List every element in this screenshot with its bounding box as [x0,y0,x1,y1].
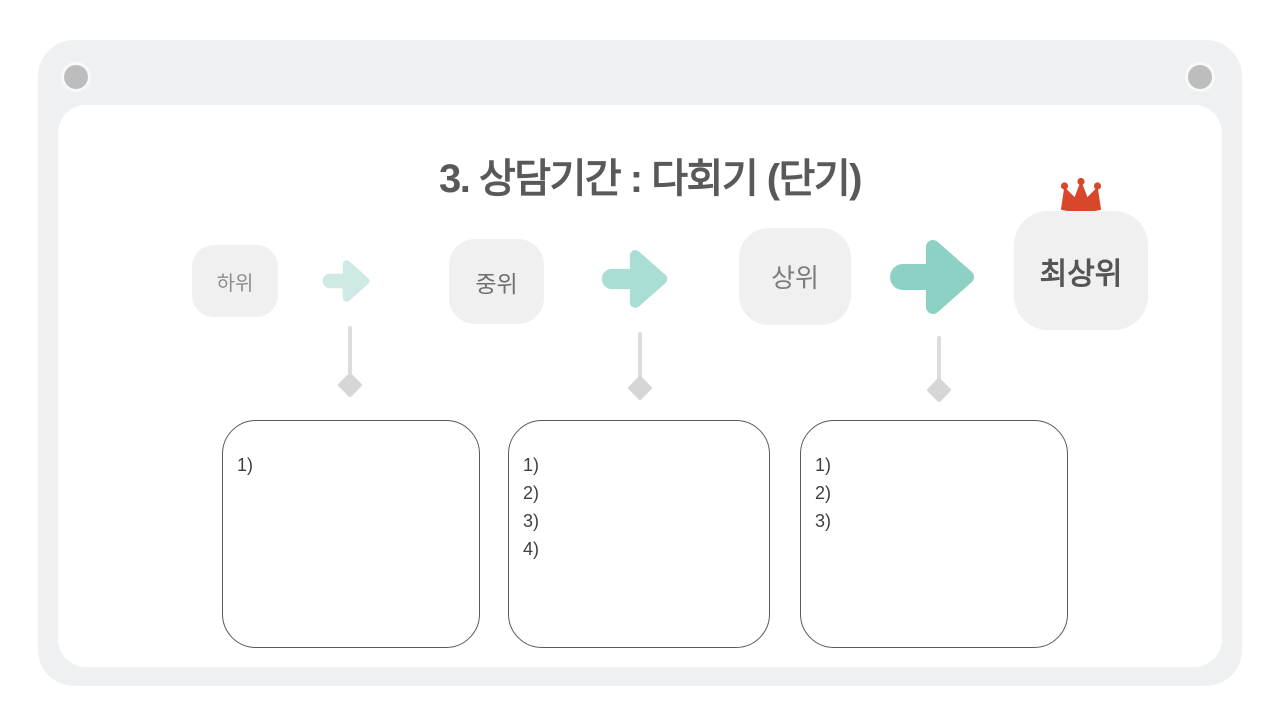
stage-label: 상위 [771,263,819,293]
connector-line [937,336,941,380]
list-item: 1) [237,455,254,475]
stage-box-middle: 중위 [449,239,544,324]
arrow-right-medium-icon [601,250,668,308]
content-box-2: 1) 2) 3) 4) [508,420,770,648]
list-item: 4) [523,539,540,559]
stage-label: 최상위 [1039,257,1123,291]
list-item: 1) [815,455,832,475]
stage-box-lower: 하위 [192,245,278,317]
connector-line [638,332,642,378]
list-item: 2) [815,483,832,503]
stage-label: 하위 [216,272,254,295]
connector-line [348,326,352,374]
arrow-right-small-icon [322,260,370,302]
stage-box-upper: 상위 [739,228,851,325]
content-box-1: 1) [222,420,480,648]
stage-box-top: 최상위 [1014,211,1148,330]
list-item: 2) [523,483,540,503]
corner-dot-right [1188,65,1212,89]
list-item: 1) [523,455,540,475]
list-item: 3) [815,511,832,531]
list-item: 3) [523,511,540,531]
stage-label: 중위 [475,270,518,297]
corner-dot-left [64,65,88,89]
slide-title: 3. 상담기간 : 다회기 (단기) [439,157,862,201]
crown-icon [1060,177,1102,212]
arrow-right-large-icon [890,240,974,314]
content-box-3: 1) 2) 3) [800,420,1068,648]
